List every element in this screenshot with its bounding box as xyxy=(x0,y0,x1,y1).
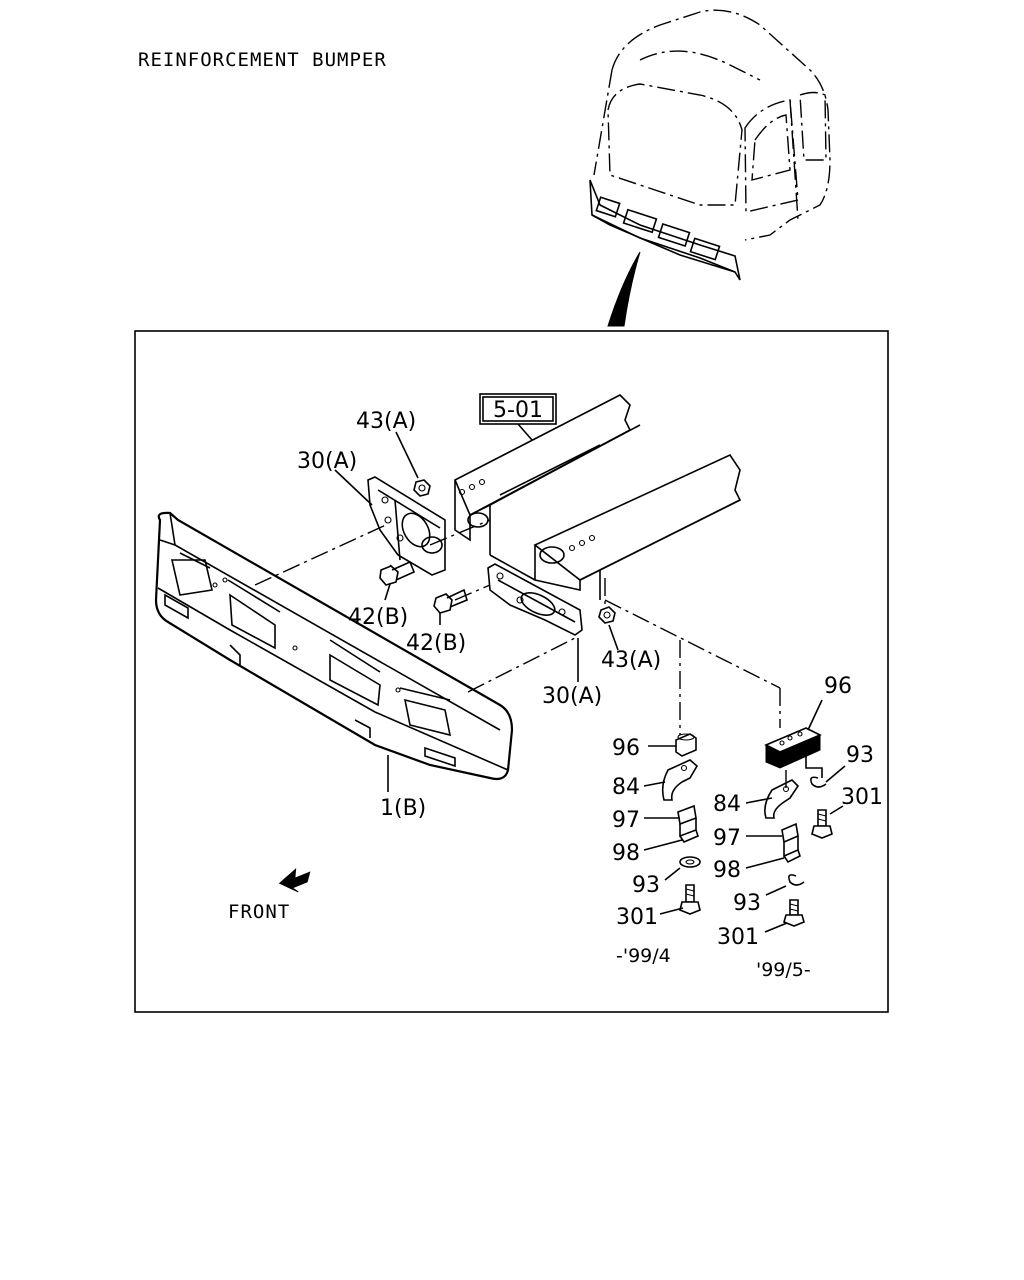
callout-97-left: 97 xyxy=(612,808,640,833)
bolt-left xyxy=(379,560,416,586)
nut-upper xyxy=(413,479,431,497)
callout-301-right-bottom: 301 xyxy=(717,925,759,950)
bolt-right xyxy=(433,588,468,614)
callout-98-left: 98 xyxy=(612,841,640,866)
reference-box-label: 5-01 xyxy=(493,398,543,423)
front-arrow xyxy=(278,868,311,893)
callout-43a-top: 43(A) xyxy=(356,409,416,434)
callout-84-left: 84 xyxy=(612,775,640,800)
callout-98-right: 98 xyxy=(713,858,741,883)
callout-97-right: 97 xyxy=(713,826,741,851)
leader-lines xyxy=(334,431,846,933)
callout-42b-left: 42(B) xyxy=(348,605,408,630)
assembly-lines xyxy=(254,519,781,735)
truck-cab-illustration xyxy=(589,9,831,327)
callout-42b-right: 42(B) xyxy=(406,631,466,656)
callout-1b: 1(B) xyxy=(380,796,426,821)
callout-93-right-top: 93 xyxy=(846,743,874,768)
callout-96-right: 96 xyxy=(824,674,852,699)
nut-lower xyxy=(598,606,616,624)
callout-96-left: 96 xyxy=(612,736,640,761)
callout-93-left: 93 xyxy=(632,873,660,898)
hook-stack-left xyxy=(661,733,701,915)
chassis-frame xyxy=(453,394,742,600)
callout-93-right-bottom: 93 xyxy=(733,891,761,916)
callout-30a-bottom: 30(A) xyxy=(542,684,602,709)
hook-stack-right xyxy=(764,727,833,927)
callout-43a-bottom: 43(A) xyxy=(601,648,661,673)
detail-frame xyxy=(134,330,889,1013)
callout-30a-top: 30(A) xyxy=(297,449,357,474)
callout-301-left: 301 xyxy=(616,905,658,930)
date-range-right: '99/5- xyxy=(756,959,811,981)
diagram-title: REINFORCEMENT BUMPER xyxy=(138,49,387,71)
bumper-assembly xyxy=(154,511,514,781)
reference-box: 5-01 xyxy=(479,393,557,441)
callout-84-right: 84 xyxy=(713,792,741,817)
bracket-lower xyxy=(487,563,583,636)
bracket-upper xyxy=(367,476,446,576)
callout-301-right-top: 301 xyxy=(841,785,883,810)
front-label: FRONT xyxy=(228,901,290,923)
date-range-left: -'99/4 xyxy=(616,945,671,967)
